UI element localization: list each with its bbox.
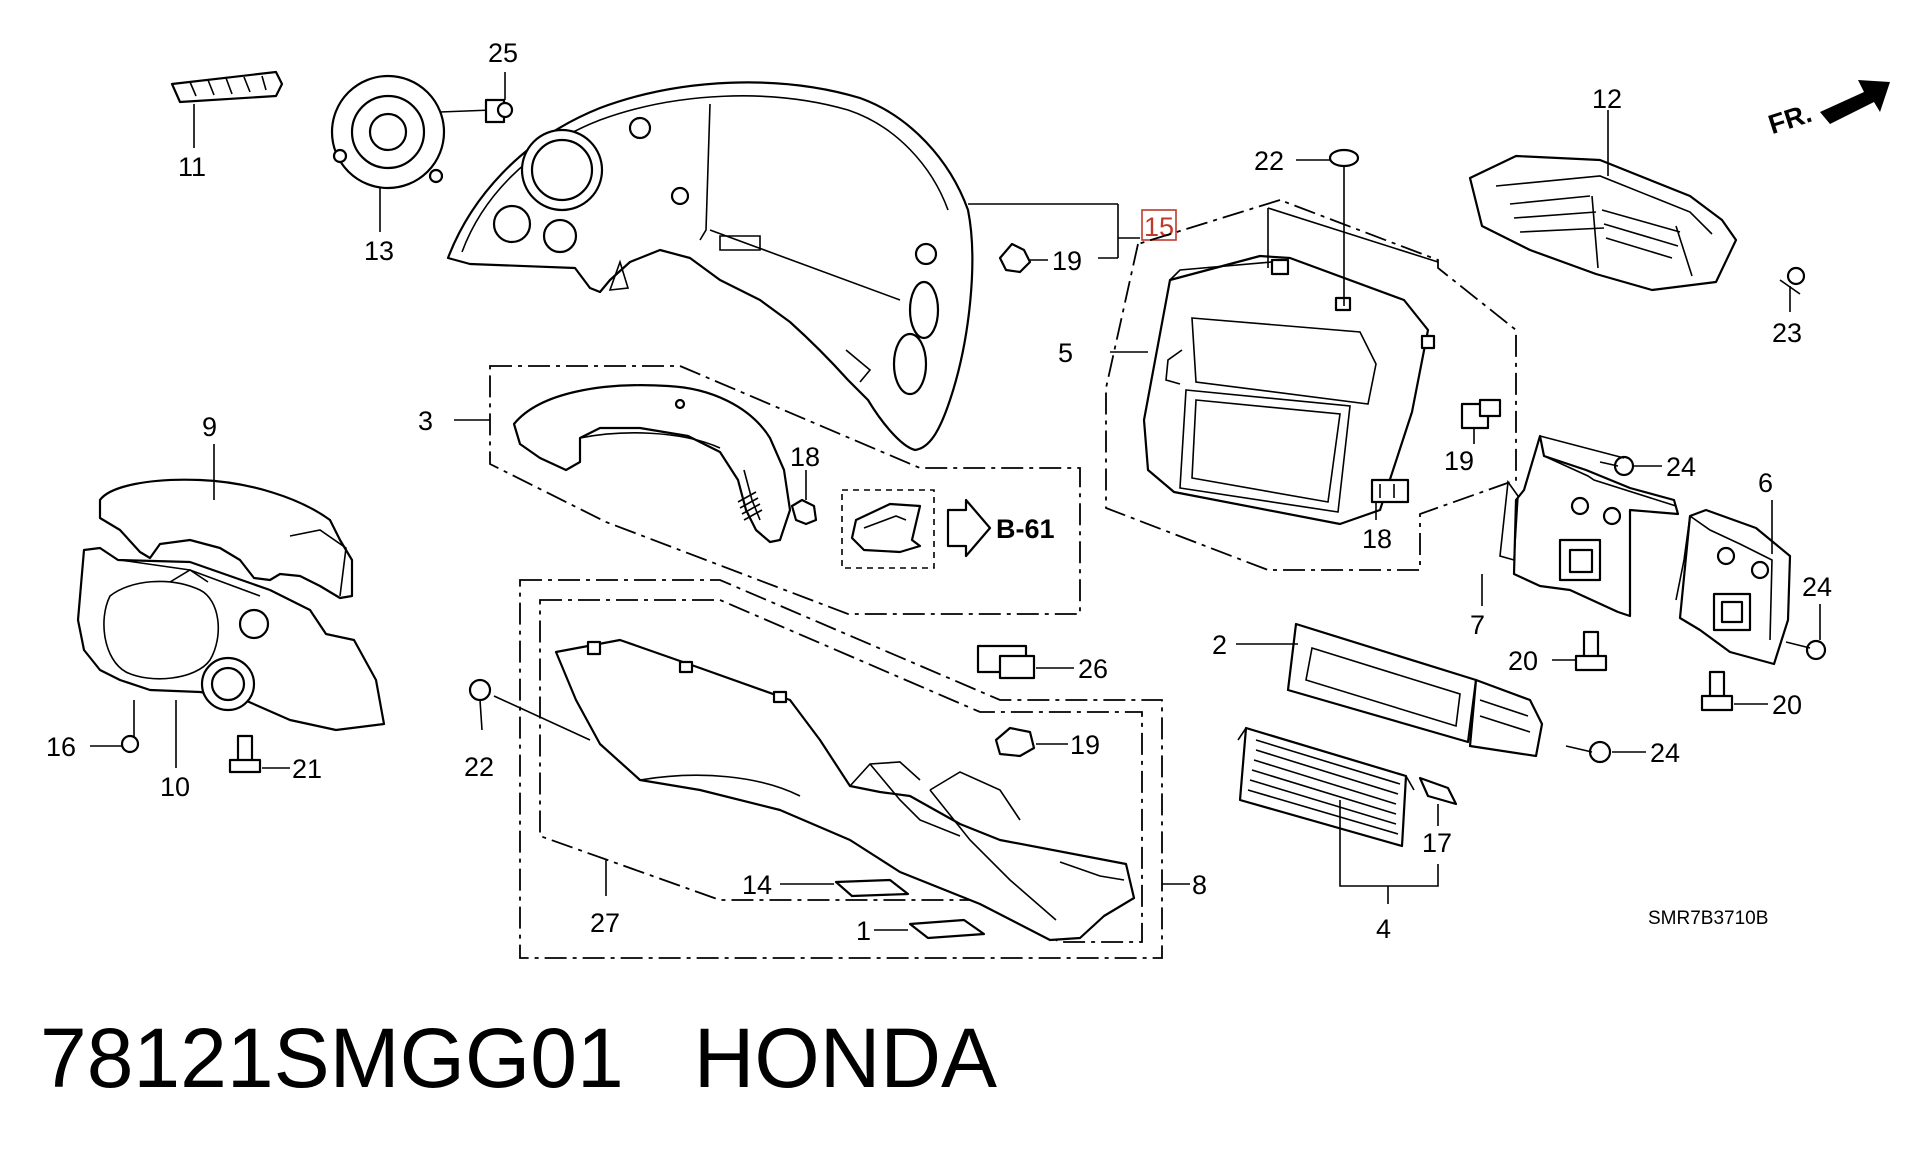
callout-12: 12 [1592, 84, 1622, 114]
callout-19-top: 19 [1052, 246, 1082, 276]
callout-6: 6 [1758, 468, 1773, 498]
reference-detail-part [850, 502, 922, 554]
part-20-bolt-lower [1700, 670, 1768, 712]
part-11-vent [170, 70, 284, 148]
part-12-air-vent [1468, 110, 1738, 292]
callout-25: 25 [488, 38, 518, 68]
callout-5: 5 [1058, 338, 1073, 368]
part-22-screw-top [1296, 148, 1360, 190]
callout-22-top: 22 [1254, 146, 1284, 176]
callout-18-left: 18 [790, 442, 820, 472]
part-20-bolt-upper [1552, 630, 1608, 672]
part-24-screw-upper [1539, 435, 1662, 477]
part-13-round-unit [330, 74, 493, 232]
part-2-housing [1236, 622, 1544, 758]
callout-22-lower: 22 [464, 752, 494, 782]
callout-24-right: 24 [1802, 572, 1832, 602]
part-6-bracket [1675, 500, 1792, 666]
part-15-meter-panel [446, 81, 1140, 452]
callout-20-upper: 20 [1508, 646, 1538, 676]
callout-15-box [1141, 209, 1177, 241]
part-14-label [780, 878, 910, 898]
part-23-screw [1779, 266, 1806, 312]
part-19-clip-lower [994, 726, 1068, 758]
part-19-clip-right [1460, 398, 1502, 444]
part-7-bracket [1481, 434, 1680, 618]
callout-19-lower: 19 [1070, 730, 1100, 760]
part-18-clip-right [1370, 478, 1410, 520]
part-24-screw-lower [1565, 740, 1646, 764]
part-21-bolt [228, 734, 290, 774]
callout-24-lower: 24 [1650, 738, 1680, 768]
part-8-lower-panel [554, 638, 1190, 942]
callout-21: 21 [292, 754, 322, 784]
front-direction-marker: FR. [1765, 80, 1890, 140]
part-footer: 78121SMGG01 HONDA [40, 1010, 997, 1107]
callout-8: 8 [1192, 870, 1207, 900]
callout-26: 26 [1078, 654, 1108, 684]
callout-19-right: 19 [1444, 446, 1474, 476]
part-9-upper-cover [98, 444, 354, 600]
part-5-center-bezel [1110, 190, 1439, 526]
callout-13: 13 [364, 236, 394, 266]
callout-2: 2 [1212, 630, 1227, 660]
callout-1: 1 [856, 916, 871, 946]
parts-diagram: 11 13 25 1 5 [46, 38, 1890, 959]
part-18-clip-left [790, 470, 818, 526]
callout-20-lower: 20 [1772, 690, 1802, 720]
front-direction-label: FR. [1765, 98, 1816, 140]
part-26-connector [976, 644, 1074, 680]
callout-24-upper: 24 [1666, 452, 1696, 482]
part-25-screw [484, 72, 514, 124]
callout-23: 23 [1772, 318, 1802, 348]
callout-27: 27 [590, 908, 620, 938]
callout-18-right: 18 [1362, 524, 1392, 554]
callout-14: 14 [742, 870, 772, 900]
callout-9: 9 [202, 412, 217, 442]
callout-3: 3 [418, 406, 433, 436]
callout-7: 7 [1470, 610, 1485, 640]
reference-arrow [946, 498, 992, 558]
callout-17: 17 [1422, 828, 1452, 858]
part-4-display [1237, 726, 1439, 904]
part-19-clip-top [998, 242, 1048, 274]
diagram-code: SMR7B3710B [1648, 908, 1768, 929]
footer-brand: HONDA [693, 1011, 998, 1105]
callout-11: 11 [178, 152, 206, 182]
reference-label: B-61 [996, 514, 1055, 544]
reference-detail-box [841, 489, 935, 569]
part-22-screw-lower [468, 678, 591, 741]
callout-10: 10 [160, 772, 190, 802]
callout-4: 4 [1376, 914, 1391, 944]
footer-part-number: 78121SMGG01 [40, 1011, 624, 1105]
part-17-clip [1418, 776, 1458, 826]
part-1-label [874, 918, 986, 940]
part-24-screw-right [1785, 604, 1827, 661]
part-16-screw [90, 700, 140, 754]
part-10-lower-cover [76, 546, 386, 768]
part-3-column-cover [454, 384, 792, 544]
callout-16: 16 [46, 732, 76, 762]
